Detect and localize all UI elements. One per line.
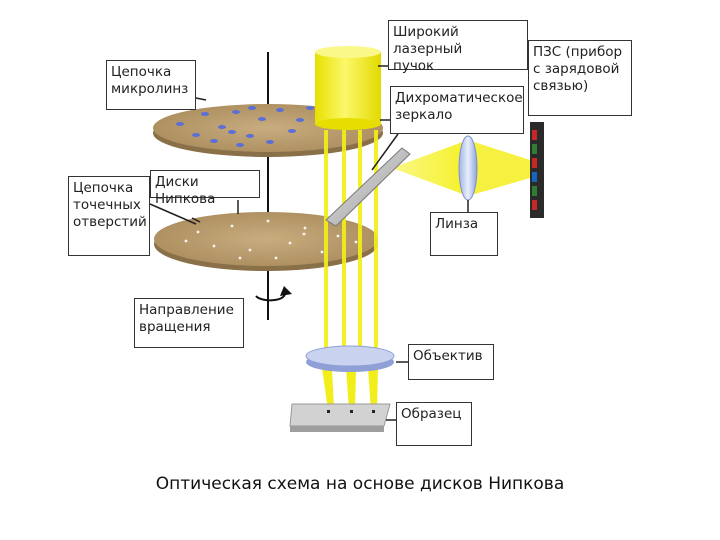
label-sample: Образец: [396, 402, 472, 446]
objective-element: [305, 345, 395, 372]
detector-beam-cone-after: [468, 140, 530, 196]
lens-element: [458, 135, 478, 201]
label-objective: Объектив: [408, 344, 494, 380]
ccd-detector: [530, 122, 544, 218]
label-nipkow-disks: Диски Нипкова: [150, 170, 260, 207]
label-ccd: ПЗС (прибор с зарядовой связью): [528, 40, 632, 116]
sample-slide: [289, 403, 391, 432]
label-dichroic-mirror: Дихроматическое зеркало: [390, 86, 524, 134]
detector-beam-cone: [392, 140, 468, 196]
focused-beams: [322, 368, 378, 410]
laser-beam-cylinder: [315, 46, 381, 130]
diagram-caption: Оптическая схема на основе дисков Нипков…: [155, 474, 565, 494]
dichroic-mirror: [325, 147, 411, 227]
label-rotation-direction: Направление вращения: [134, 298, 244, 348]
label-microlens-chain: Цепочка микролинз: [106, 60, 196, 110]
label-broad-laser-beam: Широкий лазерный пучок: [388, 20, 528, 74]
rotation-arrow-icon: [255, 286, 292, 302]
vertical-light-beams: [324, 130, 378, 352]
label-pinhole-chain: Цепочка точечных отверстий: [68, 176, 150, 256]
label-lens: Линза: [430, 212, 498, 256]
label-pointers: [149, 65, 469, 421]
pinhole-disk: [154, 212, 378, 271]
